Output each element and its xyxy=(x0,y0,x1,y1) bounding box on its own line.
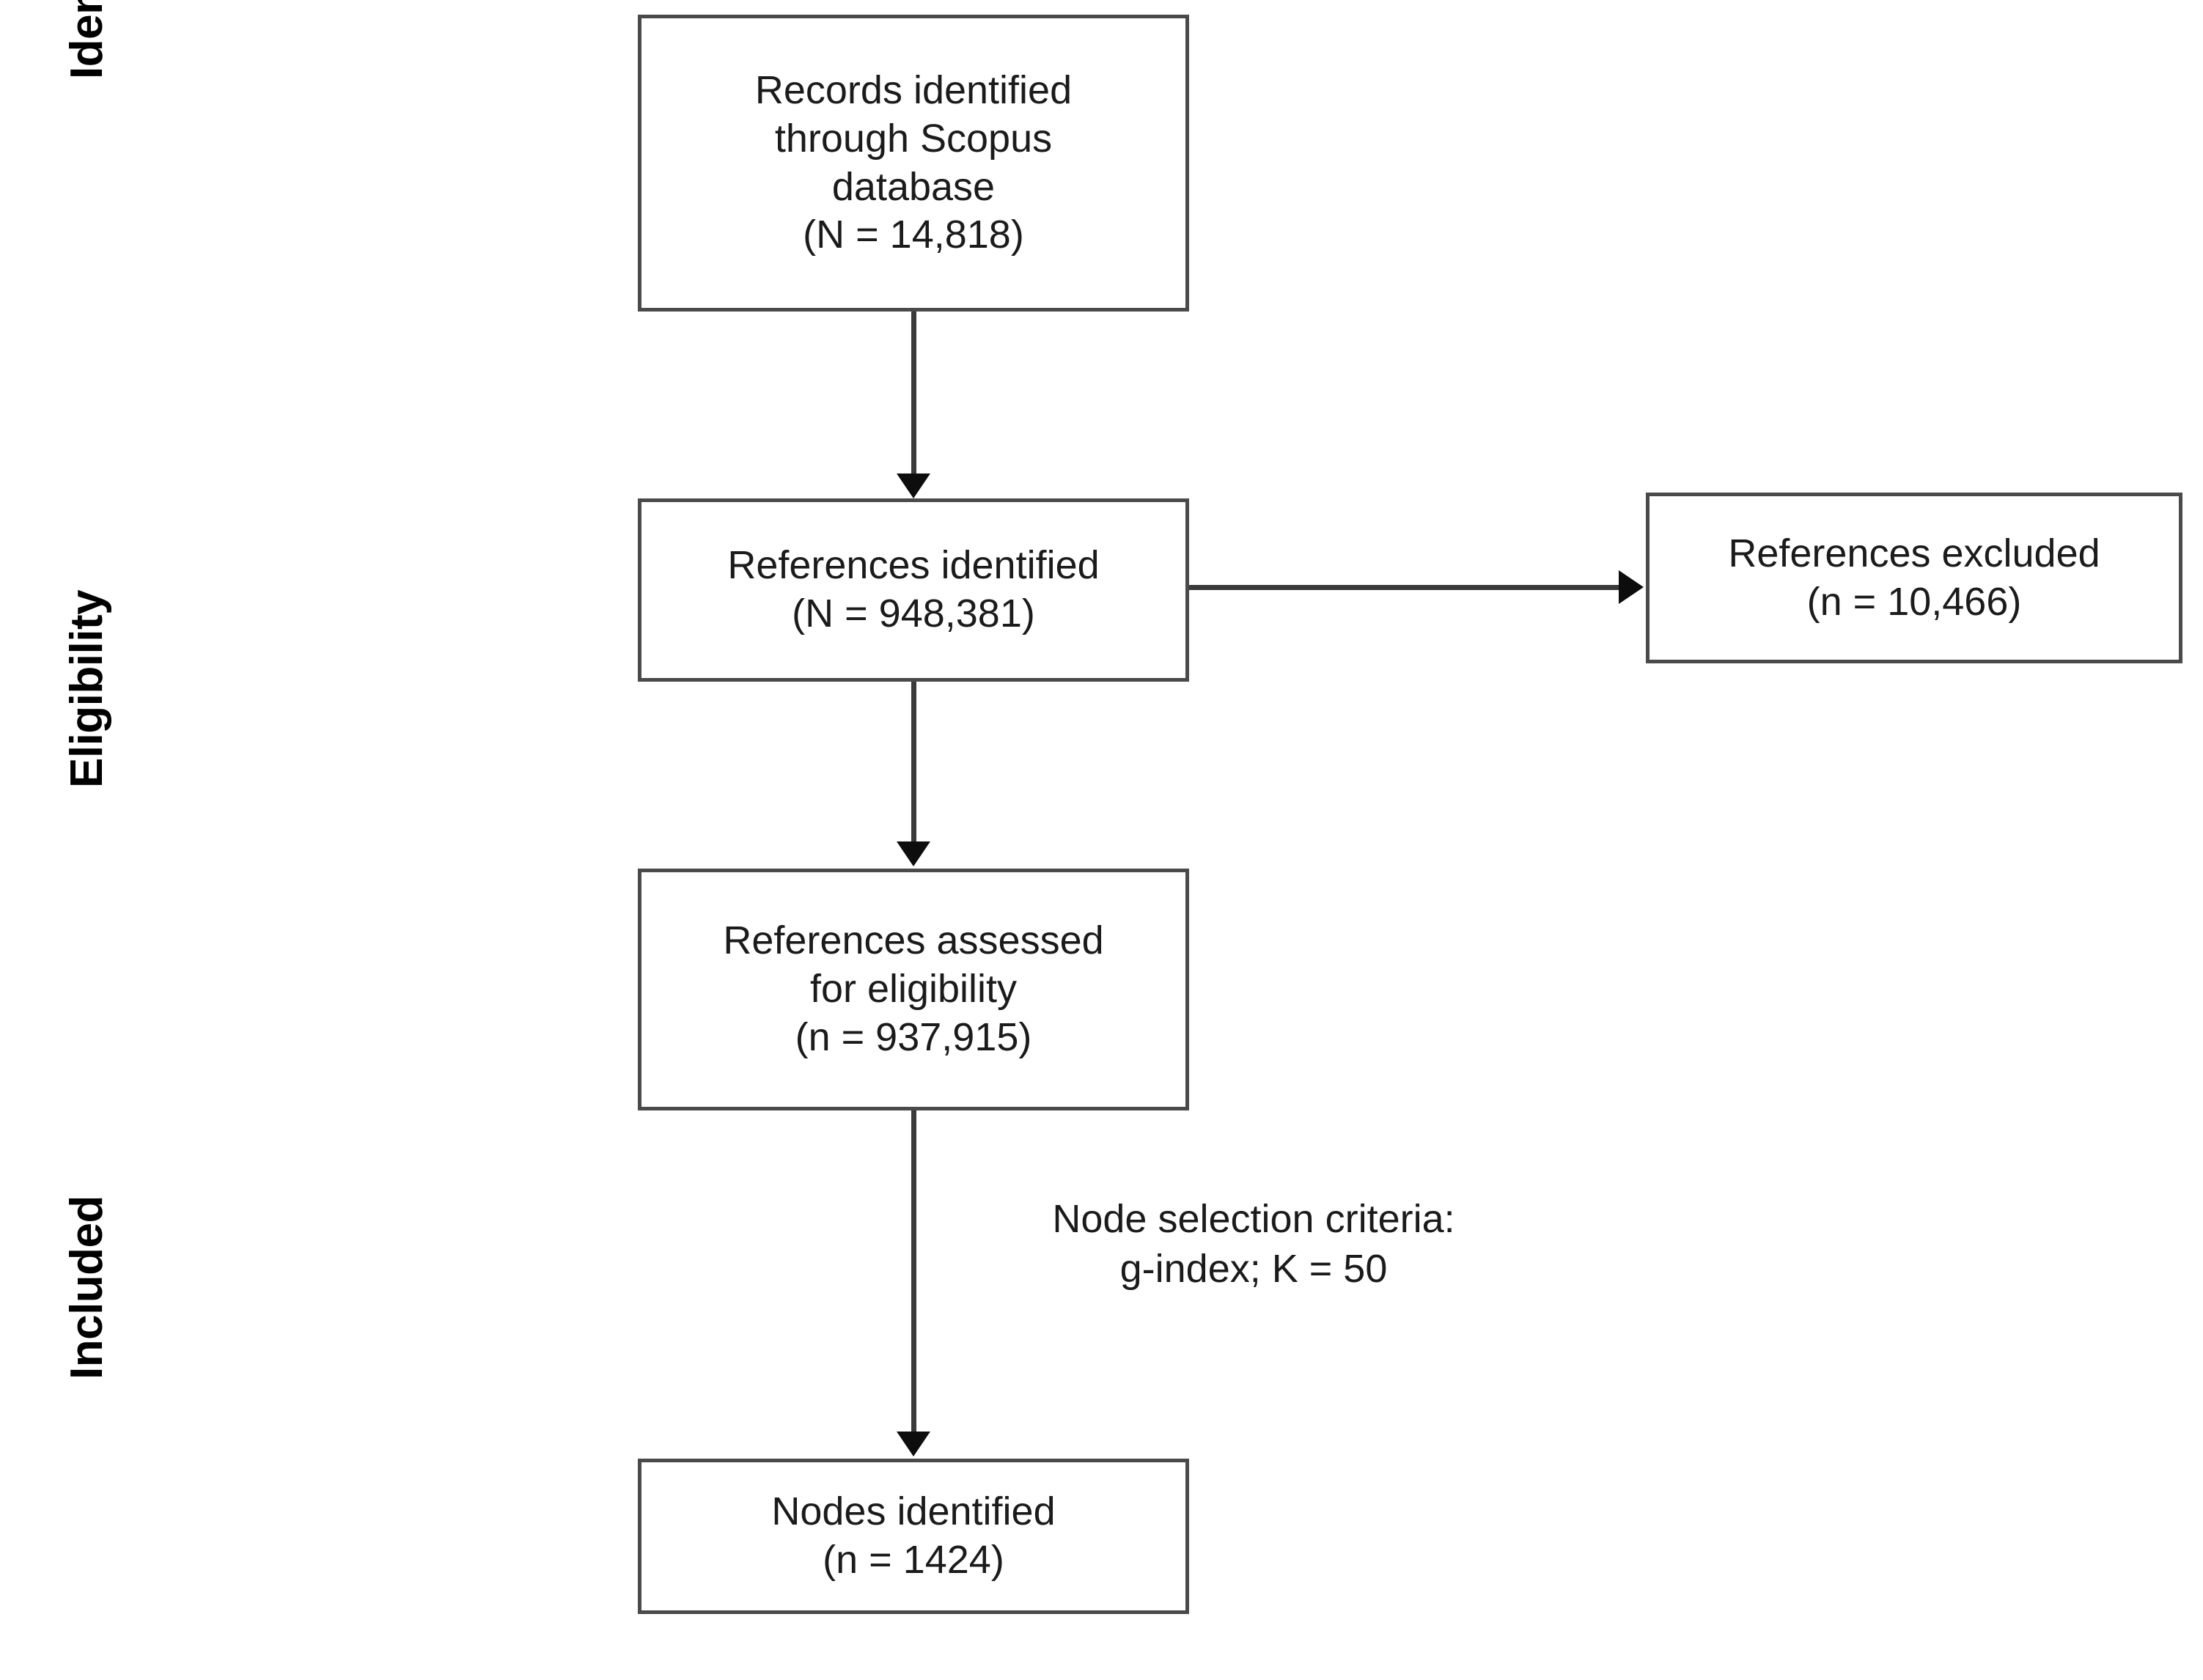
node-records-identified: Records identified through Scopus databa… xyxy=(638,15,1189,312)
connector-references-to-assessed xyxy=(911,682,916,844)
node-references-assessed: References assessed for eligibility (n =… xyxy=(638,869,1189,1110)
arrowhead-references-to-excluded xyxy=(1619,570,1644,604)
arrowhead-records-to-references xyxy=(897,474,930,498)
node-nodes-identified: Nodes identified (n = 1424) xyxy=(638,1459,1189,1614)
node-records-identified-text: Records identified through Scopus databa… xyxy=(754,67,1073,257)
node-references-excluded-text: References excluded (n = 10,466) xyxy=(1728,531,2100,624)
node-references-excluded: References excluded (n = 10,466) xyxy=(1646,493,2182,663)
connector-records-to-references xyxy=(911,312,916,476)
node-references-identified: References identified (N = 948,381) xyxy=(638,498,1189,682)
node-references-identified-text: References identified (N = 948,381) xyxy=(727,543,1100,635)
connector-assessed-to-nodes xyxy=(911,1110,916,1434)
annotation-node-selection-criteria: Node selection criteria: g-index; K = 50 xyxy=(1052,1197,1455,1291)
arrowhead-assessed-to-nodes xyxy=(897,1432,930,1456)
node-nodes-identified-text: Nodes identified (n = 1424) xyxy=(771,1489,1056,1582)
node-references-assessed-text: References assessed for eligibility (n =… xyxy=(723,918,1104,1059)
connector-references-to-excluded xyxy=(1189,585,1622,590)
arrowhead-references-to-assessed xyxy=(897,841,930,866)
